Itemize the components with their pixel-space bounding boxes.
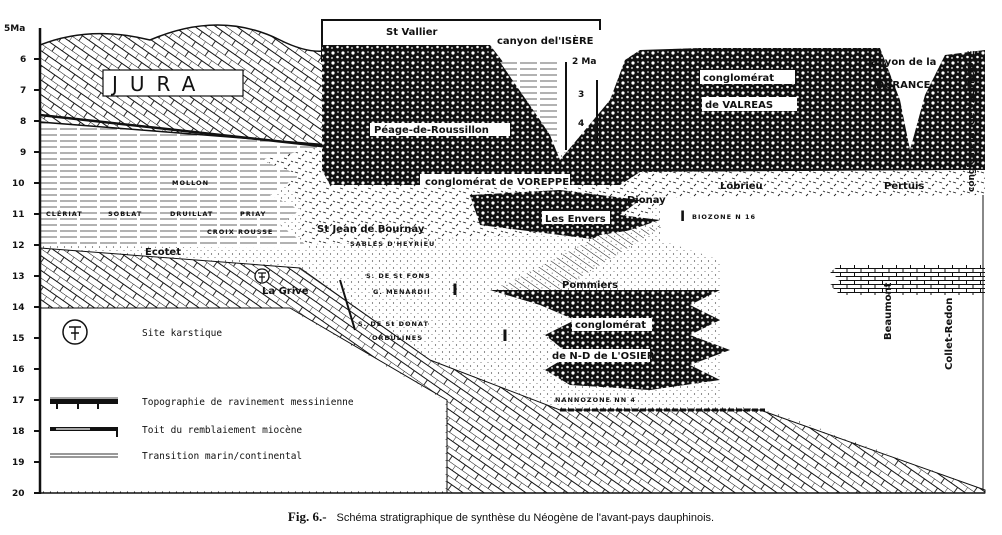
- label-peage: Péage-de-Roussillon: [374, 124, 489, 136]
- label-ecotet: Ecotet: [145, 247, 181, 258]
- label-menardii: G. MENARDII: [373, 288, 431, 296]
- figure-caption-text: Schéma stratigraphique de synthèse du Né…: [336, 512, 715, 524]
- label-pertuis: Pertuis: [884, 181, 924, 192]
- label-dionay: Dionay: [627, 195, 666, 206]
- label-st-vallier: St Vallier: [386, 27, 437, 38]
- fault-la-grive: [339, 279, 356, 331]
- label-osier: de N-D de L'OSIER: [552, 351, 655, 362]
- label-cleriat: CLÉRIAT: [46, 209, 83, 218]
- jura-label: JURA: [110, 72, 207, 96]
- label-beaumont: Beaumont: [883, 282, 894, 340]
- axis-tick-label: 9: [20, 148, 26, 158]
- axis-tick-label: 19: [12, 458, 25, 468]
- inset-tick: 3: [578, 90, 584, 100]
- label-la-grive: La Grive: [262, 286, 309, 297]
- label-durance: DURANCE: [876, 80, 931, 91]
- label-priay: PRIAY: [240, 210, 266, 218]
- label-pommiers: Pommiers: [562, 280, 618, 291]
- label-st-jean: St Jean de Bournay: [317, 224, 425, 235]
- legend-text: Topographie de ravinement messinienne: [142, 397, 354, 408]
- axis-tick-label: 6: [20, 55, 26, 65]
- figure-caption: Fig. 6.- Schéma stratigraphique de synthè…: [0, 509, 1002, 525]
- inset-tick: 4: [578, 119, 584, 129]
- isere-canyon-fill: [500, 62, 560, 150]
- legend-text: Site karstique: [142, 328, 222, 339]
- label-conglomerat-valreas: conglomérat: [703, 72, 774, 84]
- label-sables: SABLES D'HEYRIEU: [350, 240, 435, 248]
- legend-text: Transition marin/continental: [142, 451, 302, 462]
- label-mollon: MOLLON: [172, 179, 209, 187]
- pommiers-striped-band: [495, 225, 665, 290]
- marine-lines: [40, 122, 330, 248]
- label-s-st-donat: S. DE St DONAT: [358, 320, 429, 328]
- axis-tick-label: 12: [12, 241, 25, 251]
- label-conglomerat-osier: conglomérat: [575, 319, 646, 331]
- marine-continental-line-icon: [50, 453, 118, 458]
- axis-tick-label: 14: [12, 303, 25, 313]
- range-marker: I: [452, 280, 458, 299]
- inset-tick: 2 Ma: [572, 57, 596, 67]
- label-voreppe: conglomérat de VOREPPE: [425, 176, 569, 188]
- axis-tick-label: 10: [12, 179, 25, 189]
- axis-ticks: 6 7 8 9 10 11 12 13 14 15 16 17 18 19 20: [12, 55, 40, 499]
- range-marker: I: [502, 326, 508, 345]
- label-valreas: de VALREAS: [705, 100, 773, 111]
- label-collet-redon: Collet-Redon: [944, 298, 955, 370]
- figure-number: Fig. 6.-: [287, 509, 327, 524]
- label-canyon-durance: canyon de la: [865, 57, 936, 68]
- label-croix-rousse: CROIX ROUSSE: [207, 228, 273, 236]
- st-vallier-conglomerate: [322, 45, 985, 185]
- jura-label-box: [102, 69, 244, 97]
- biozone-marker: I: [680, 209, 685, 225]
- axis-unit-label: 5Ma: [4, 24, 25, 34]
- axis-tick-label: 17: [12, 396, 25, 406]
- label-soblat: SOBLAT: [108, 210, 142, 218]
- legend-text: Toit du remblaiement miocène: [142, 425, 302, 436]
- legend-area: [42, 309, 445, 491]
- axis-tick-label: 18: [12, 427, 25, 437]
- jura-thrust: [39, 113, 331, 149]
- label-lobrieu: Lobrieu: [720, 181, 763, 192]
- axis-tick-label: 7: [20, 86, 26, 96]
- label-valensole: conglomérat de VALENSOLE: [966, 51, 977, 193]
- axis-tick-label: 16: [12, 365, 25, 375]
- label-s-st-fons: S. DE St FONS: [366, 272, 431, 280]
- label-nannozone: NANNOZONE NN 4: [555, 396, 636, 404]
- axis-tick-label: 15: [12, 334, 25, 344]
- label-druillat: DRUILLAT: [170, 210, 213, 218]
- labels: St Vallier Péage-de-Roussillon canyon de…: [46, 25, 977, 404]
- label-biozone: BIOZONE N 16: [692, 213, 756, 221]
- legend: Site karstique Topographie de ravinement…: [50, 319, 354, 462]
- axis-tick-label: 13: [12, 272, 25, 282]
- karst-site-icon-glyph: [69, 326, 81, 340]
- label-orbulines: ORBULINES: [372, 334, 423, 342]
- label-canyon-isere: canyon del'ISÈRE: [497, 34, 594, 47]
- miocene-fill-top-line-icon: [50, 427, 118, 437]
- label-les-envers: Les Envers: [545, 214, 606, 225]
- beaumont-limestone: [830, 265, 985, 295]
- karst-site-icon-glyph: [258, 272, 266, 282]
- axis-tick-label: 20: [12, 489, 25, 499]
- axis-tick-label: 11: [12, 210, 25, 220]
- osier-conglomerate: [490, 290, 730, 390]
- axis-tick-label: 8: [20, 117, 26, 127]
- lobrieu-band: [670, 170, 985, 197]
- messinian-erosion-line-icon: [50, 397, 118, 409]
- isere-canyon-frame: [321, 19, 601, 62]
